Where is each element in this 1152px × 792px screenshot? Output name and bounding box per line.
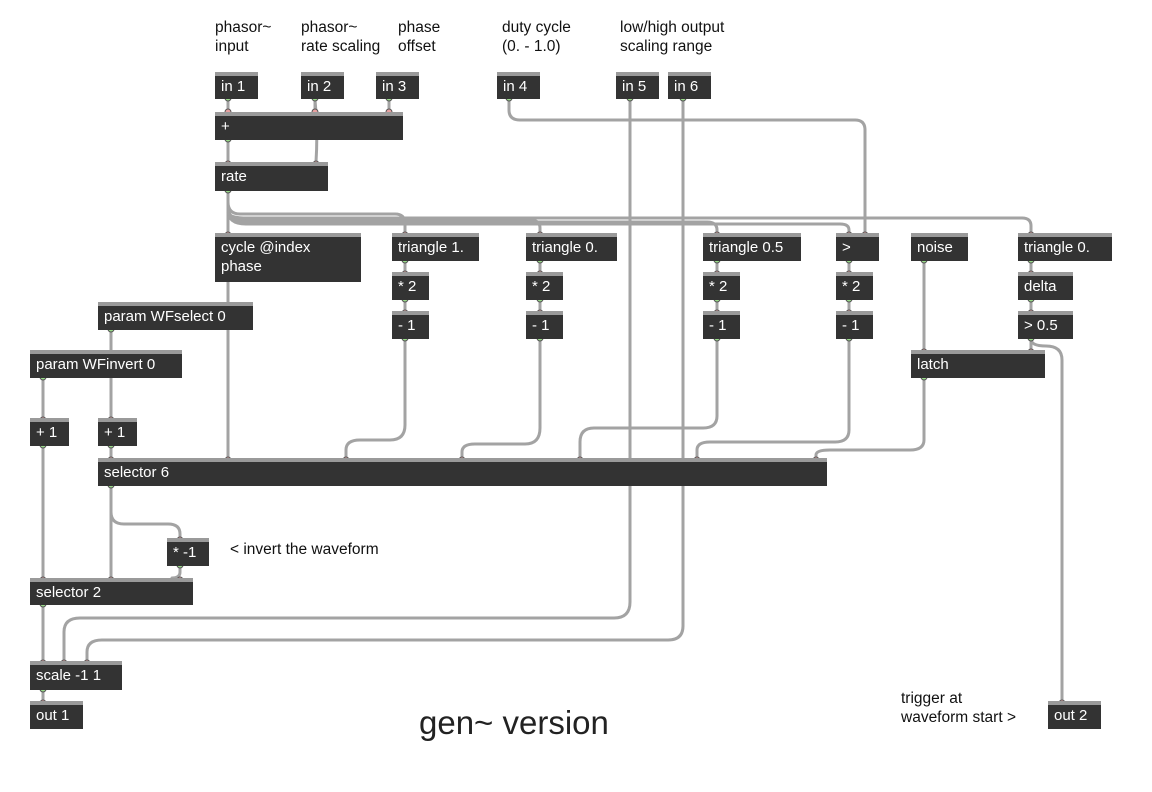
- object-latch[interactable]: latch: [911, 350, 1045, 378]
- object-triangle-1[interactable]: triangle 1.: [392, 233, 479, 261]
- port-markers: [39, 94, 1066, 707]
- object-sub1-d[interactable]: - 1: [836, 311, 873, 339]
- object-in1[interactable]: in 1: [215, 72, 258, 99]
- comment-phase-offset: phase offset: [398, 19, 441, 55]
- object-triangle-0-5[interactable]: triangle 0.5: [703, 233, 801, 261]
- cord-mul-sel2: [170, 564, 182, 580]
- cord-sub3-sel: [578, 338, 719, 460]
- object-mul2-c[interactable]: * 2: [703, 272, 740, 300]
- object-selector-2[interactable]: selector 2: [30, 578, 193, 605]
- cord-in5-scale: [62, 98, 632, 663]
- object-in2[interactable]: in 2: [301, 72, 344, 99]
- object-out2[interactable]: out 2: [1048, 701, 1101, 729]
- cord-gt05-out2: [1029, 337, 1064, 703]
- cord-rate-tri1: [226, 190, 407, 235]
- cord-sub4-sel: [695, 338, 851, 460]
- object-noise[interactable]: noise: [911, 233, 968, 261]
- object-param-wfselect[interactable]: param WFselect 0: [98, 302, 253, 330]
- object-mul2-a[interactable]: * 2: [392, 272, 429, 300]
- object-param-wfinvert[interactable]: param WFinvert 0: [30, 350, 182, 378]
- object-mul-neg1[interactable]: * -1: [167, 538, 209, 566]
- comment-output-range: low/high output scaling range: [620, 19, 725, 55]
- object-triangle-0-a[interactable]: triangle 0.: [526, 233, 617, 261]
- object-sub1-a[interactable]: - 1: [392, 311, 429, 339]
- cord-in6-scale: [85, 98, 685, 663]
- object-in5[interactable]: in 5: [616, 72, 659, 99]
- object-mul2-d[interactable]: * 2: [836, 272, 873, 300]
- object-add1-b[interactable]: + 1: [98, 418, 137, 446]
- patch-title: gen~ version: [419, 704, 609, 741]
- object-in6[interactable]: in 6: [668, 72, 711, 99]
- comment-duty-cycle: duty cycle (0. - 1.0): [502, 19, 571, 55]
- comment-rate-scaling: phasor~ rate scaling: [301, 19, 381, 55]
- cord-latch-sel: [814, 376, 926, 460]
- object-greater-than-0-5[interactable]: > 0.5: [1018, 311, 1073, 339]
- object-add1-a[interactable]: + 1: [30, 418, 69, 446]
- object-selector-6[interactable]: selector 6: [98, 458, 827, 486]
- cord-sub1-sel: [344, 338, 407, 460]
- object-delta[interactable]: delta: [1018, 272, 1073, 300]
- comment-phasor-input: phasor~ input: [215, 19, 272, 55]
- object-mul2-b[interactable]: * 2: [526, 272, 563, 300]
- comment-trigger-note: trigger at waveform start >: [901, 690, 1016, 726]
- object-triangle-0-b[interactable]: triangle 0.: [1018, 233, 1112, 261]
- object-out1[interactable]: out 1: [30, 701, 83, 729]
- object-rate[interactable]: rate: [215, 162, 328, 191]
- object-greater-than[interactable]: >: [836, 233, 879, 261]
- cord-rate-tri4: [226, 190, 1033, 235]
- object-scale[interactable]: scale -1 1: [30, 661, 122, 690]
- comment-invert-note: < invert the waveform: [230, 541, 379, 558]
- object-in3[interactable]: in 3: [376, 72, 419, 99]
- object-cycle[interactable]: cycle @index phase: [215, 233, 361, 282]
- object-plus[interactable]: +: [215, 112, 403, 140]
- object-sub1-c[interactable]: - 1: [703, 311, 740, 339]
- object-sub1-b[interactable]: - 1: [526, 311, 563, 339]
- cord-sub2-sel: [460, 338, 542, 460]
- cord-in4-gt: [507, 98, 867, 235]
- object-in4[interactable]: in 4: [497, 72, 540, 99]
- cord-sel6-mul: [109, 484, 182, 540]
